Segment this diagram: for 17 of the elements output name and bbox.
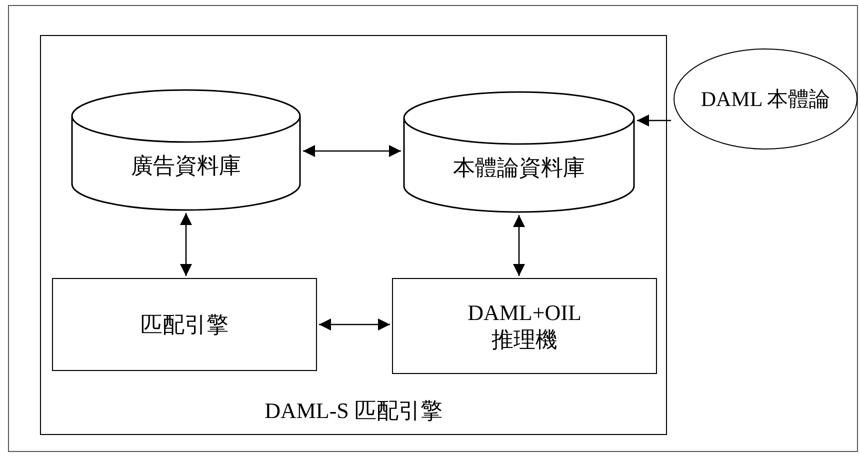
database-label: 廣告資料庫: [131, 152, 241, 180]
database-cylinder: [71, 89, 301, 211]
process-label: DAML+OIL 推理機: [466, 298, 582, 354]
ontology-label: DAML 本體論: [700, 86, 830, 112]
database-label: 本體論資料庫: [453, 154, 585, 182]
process-label: 匹配引擎: [140, 310, 228, 338]
arrow: [180, 213, 192, 276]
arrow: [303, 145, 401, 157]
source-ellipse: [673, 48, 858, 150]
arrow: [513, 215, 525, 276]
database-cylinder: [403, 91, 635, 213]
process-box: [52, 278, 317, 371]
process-box: [392, 278, 657, 374]
frame-title: DAML-S 匹配引擎: [264, 396, 442, 424]
arrow: [319, 318, 390, 330]
arrow: [637, 114, 671, 126]
engine-frame: [40, 35, 667, 435]
